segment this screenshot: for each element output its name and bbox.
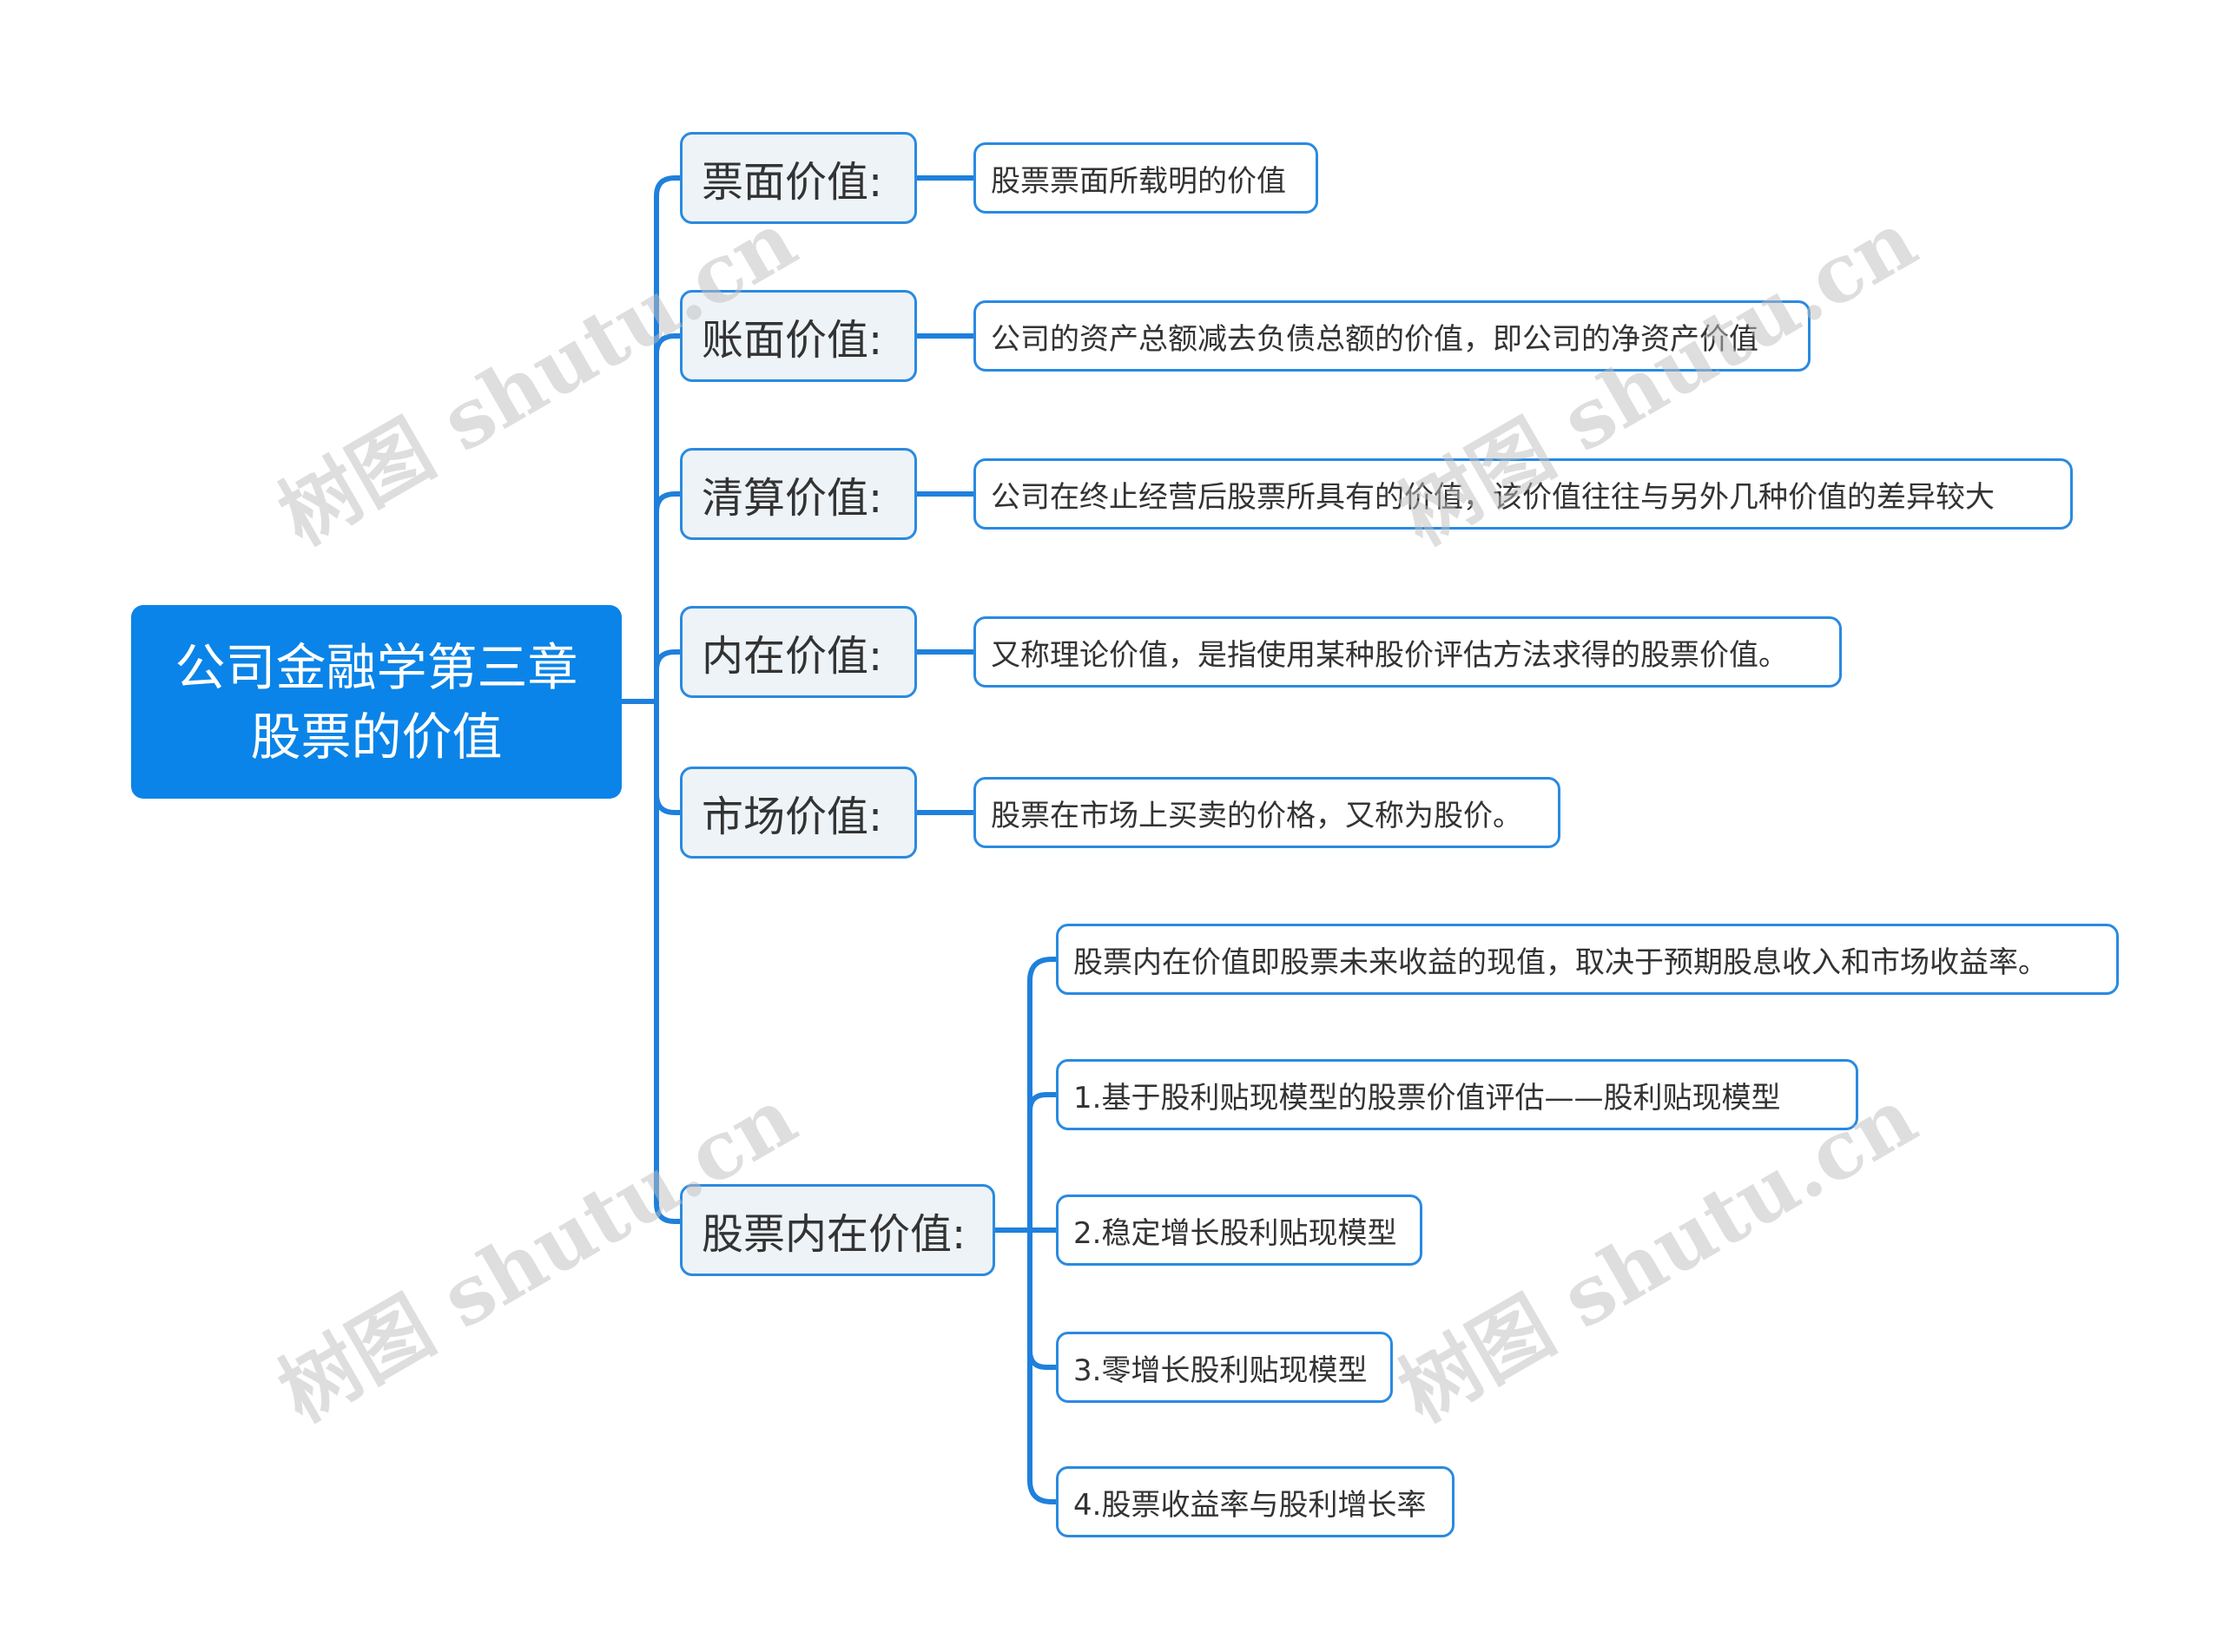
detail-text: 1.基于股利贴现模型的股票价值评估——股利贴现模型: [1073, 1080, 1781, 1116]
topic-intrinsic-value[interactable]: 内在价值:: [680, 606, 917, 698]
detail-text: 股票内在价值即股票未来收益的现值，取决于预期股息收入和市场收益率。: [1073, 944, 2048, 980]
detail-text: 股票票面所载明的价值: [991, 163, 1286, 199]
topic-label: 清算价值:: [702, 474, 883, 523]
sub-connector-2: [1027, 1092, 1059, 1114]
sub-connector-4: [1027, 1348, 1059, 1370]
sub-connector-1: [1027, 957, 1059, 984]
detail-stable-growth-model[interactable]: 2.稳定增长股利贴现模型: [1056, 1195, 1422, 1266]
branch-connector-4: [654, 649, 683, 673]
topic-label: 账面价值:: [702, 316, 883, 365]
detail-return-growth-rate[interactable]: 4.股票收益率与股利增长率: [1056, 1466, 1455, 1537]
branch-connector-6: [654, 1201, 683, 1224]
branch-connector-2: [654, 333, 683, 357]
topic-face-value[interactable]: 票面价值:: [680, 132, 917, 224]
detail-dividend-discount-model[interactable]: 1.基于股利贴现模型的股票价值评估——股利贴现模型: [1056, 1059, 1858, 1130]
topic-market-value[interactable]: 市场价值:: [680, 767, 917, 859]
topic-stock-intrinsic-value[interactable]: 股票内在价值:: [680, 1184, 995, 1276]
detail-zero-growth-model[interactable]: 3.零增长股利贴现模型: [1056, 1332, 1393, 1403]
detail-text: 股票在市场上买卖的价格，又称为股价。: [991, 798, 1522, 833]
root-topic[interactable]: 公司金融学第三章 股票的价值: [131, 605, 622, 799]
detail-text: 公司的资产总额减去负债总额的价值，即公司的净资产价值: [991, 321, 1758, 357]
root-title-line2: 股票的价值: [250, 707, 503, 767]
sub-connector-5: [1027, 1478, 1059, 1504]
topic-label: 票面价值:: [702, 158, 883, 207]
detail-market-value[interactable]: 股票在市场上买卖的价格，又称为股价。: [973, 777, 1560, 848]
topic-liquidation-value[interactable]: 清算价值:: [680, 448, 917, 540]
detail-stock-intrinsic-definition[interactable]: 股票内在价值即股票未来收益的现值，取决于预期股息收入和市场收益率。: [1056, 924, 2119, 995]
detail-book-value[interactable]: 公司的资产总额减去负债总额的价值，即公司的净资产价值: [973, 300, 1811, 372]
detail-text: 又称理论价值，是指使用某种股价评估方法求得的股票价值。: [991, 637, 1788, 673]
detail-text: 2.稳定增长股利贴现模型: [1073, 1215, 1397, 1251]
detail-intrinsic-value[interactable]: 又称理论价值，是指使用某种股价评估方法求得的股票价值。: [973, 616, 1842, 688]
detail-liquidation-value[interactable]: 公司在终止经营后股票所具有的价值，该价值往往与另外几种价值的差异较大: [973, 458, 2073, 530]
topic-label: 内在价值:: [702, 632, 883, 681]
detail-text: 4.股票收益率与股利增长率: [1073, 1487, 1427, 1523]
branch-connector-3: [654, 491, 683, 515]
detail-text: 3.零增长股利贴现模型: [1073, 1353, 1368, 1388]
branch-connector-1: [654, 175, 683, 199]
topic-label: 股票内在价值:: [702, 1210, 966, 1259]
topic-label: 市场价值:: [702, 793, 883, 841]
detail-text: 公司在终止经营后股票所具有的价值，该价值往往与另外几种价值的差异较大: [991, 479, 1995, 515]
root-title-line1: 公司金融学第三章: [175, 637, 578, 697]
topic-book-value[interactable]: 账面价值:: [680, 290, 917, 382]
detail-face-value[interactable]: 股票票面所载明的价值: [973, 142, 1318, 214]
branch-connector-5: [654, 792, 683, 815]
